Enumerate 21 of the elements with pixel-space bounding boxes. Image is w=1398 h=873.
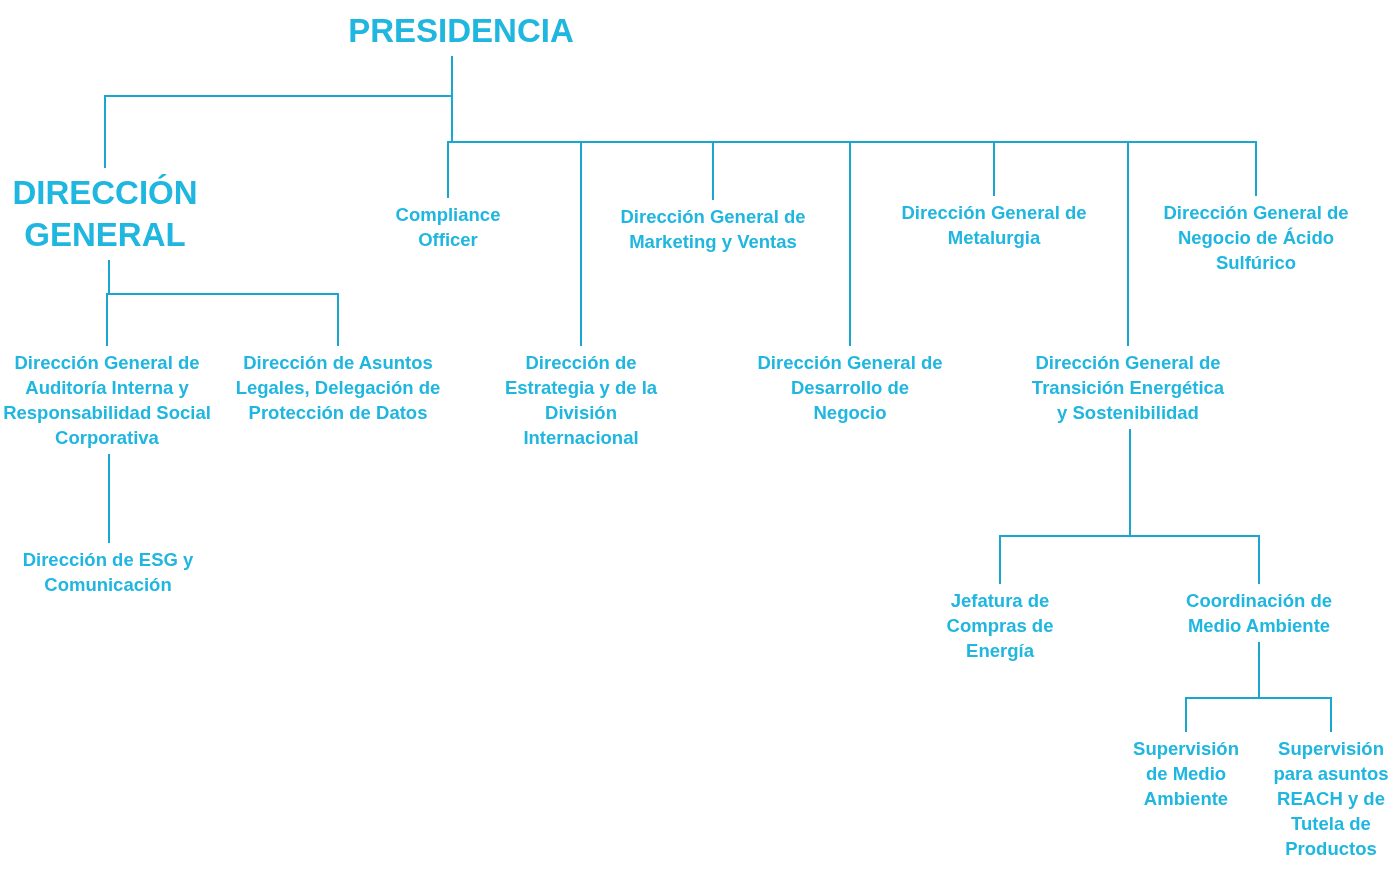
heading-title: PRESIDENCIA [301, 6, 621, 56]
position-title: Jefatura de Compras de Energía [935, 584, 1065, 667]
position-title: Dirección de ESG y Comunicación [8, 543, 208, 601]
position-title: Dirección General de Marketing y Ventas [598, 200, 828, 258]
position-title: Dirección de Estrategia y de la División Internacional [496, 346, 666, 454]
connector-line [1258, 641, 1332, 733]
connector-line [1129, 428, 1260, 585]
connector-line [108, 259, 339, 347]
position-title: Coordinación de Medio Ambiente [1184, 584, 1334, 642]
position-title: Dirección de Asuntos Legales, Delegación de Protección de Datos [228, 346, 448, 429]
position-title: Dirección General de Auditoría Interna y Responsabilidad Social Corporativa [0, 346, 214, 454]
heading-title: DIRECCIÓN GENERAL [5, 168, 205, 260]
position-title: Dirección General de Metalurgia [894, 196, 1094, 254]
connector-line [451, 55, 1257, 197]
position-title: Supervisión para asuntos REACH y de Tutela de Productos [1265, 732, 1397, 865]
position-title: Dirección General de Negocio de Ácido Sulfúrico [1156, 196, 1356, 279]
position-title: Compliance Officer [373, 198, 523, 256]
connector-line [108, 453, 110, 544]
position-title: Supervisión de Medio Ambiente [1126, 732, 1246, 815]
position-title: Dirección General de Transición Energética y Sostenibilidad [1028, 346, 1228, 429]
position-title: Dirección General de Desarrollo de Negocio [755, 346, 945, 429]
